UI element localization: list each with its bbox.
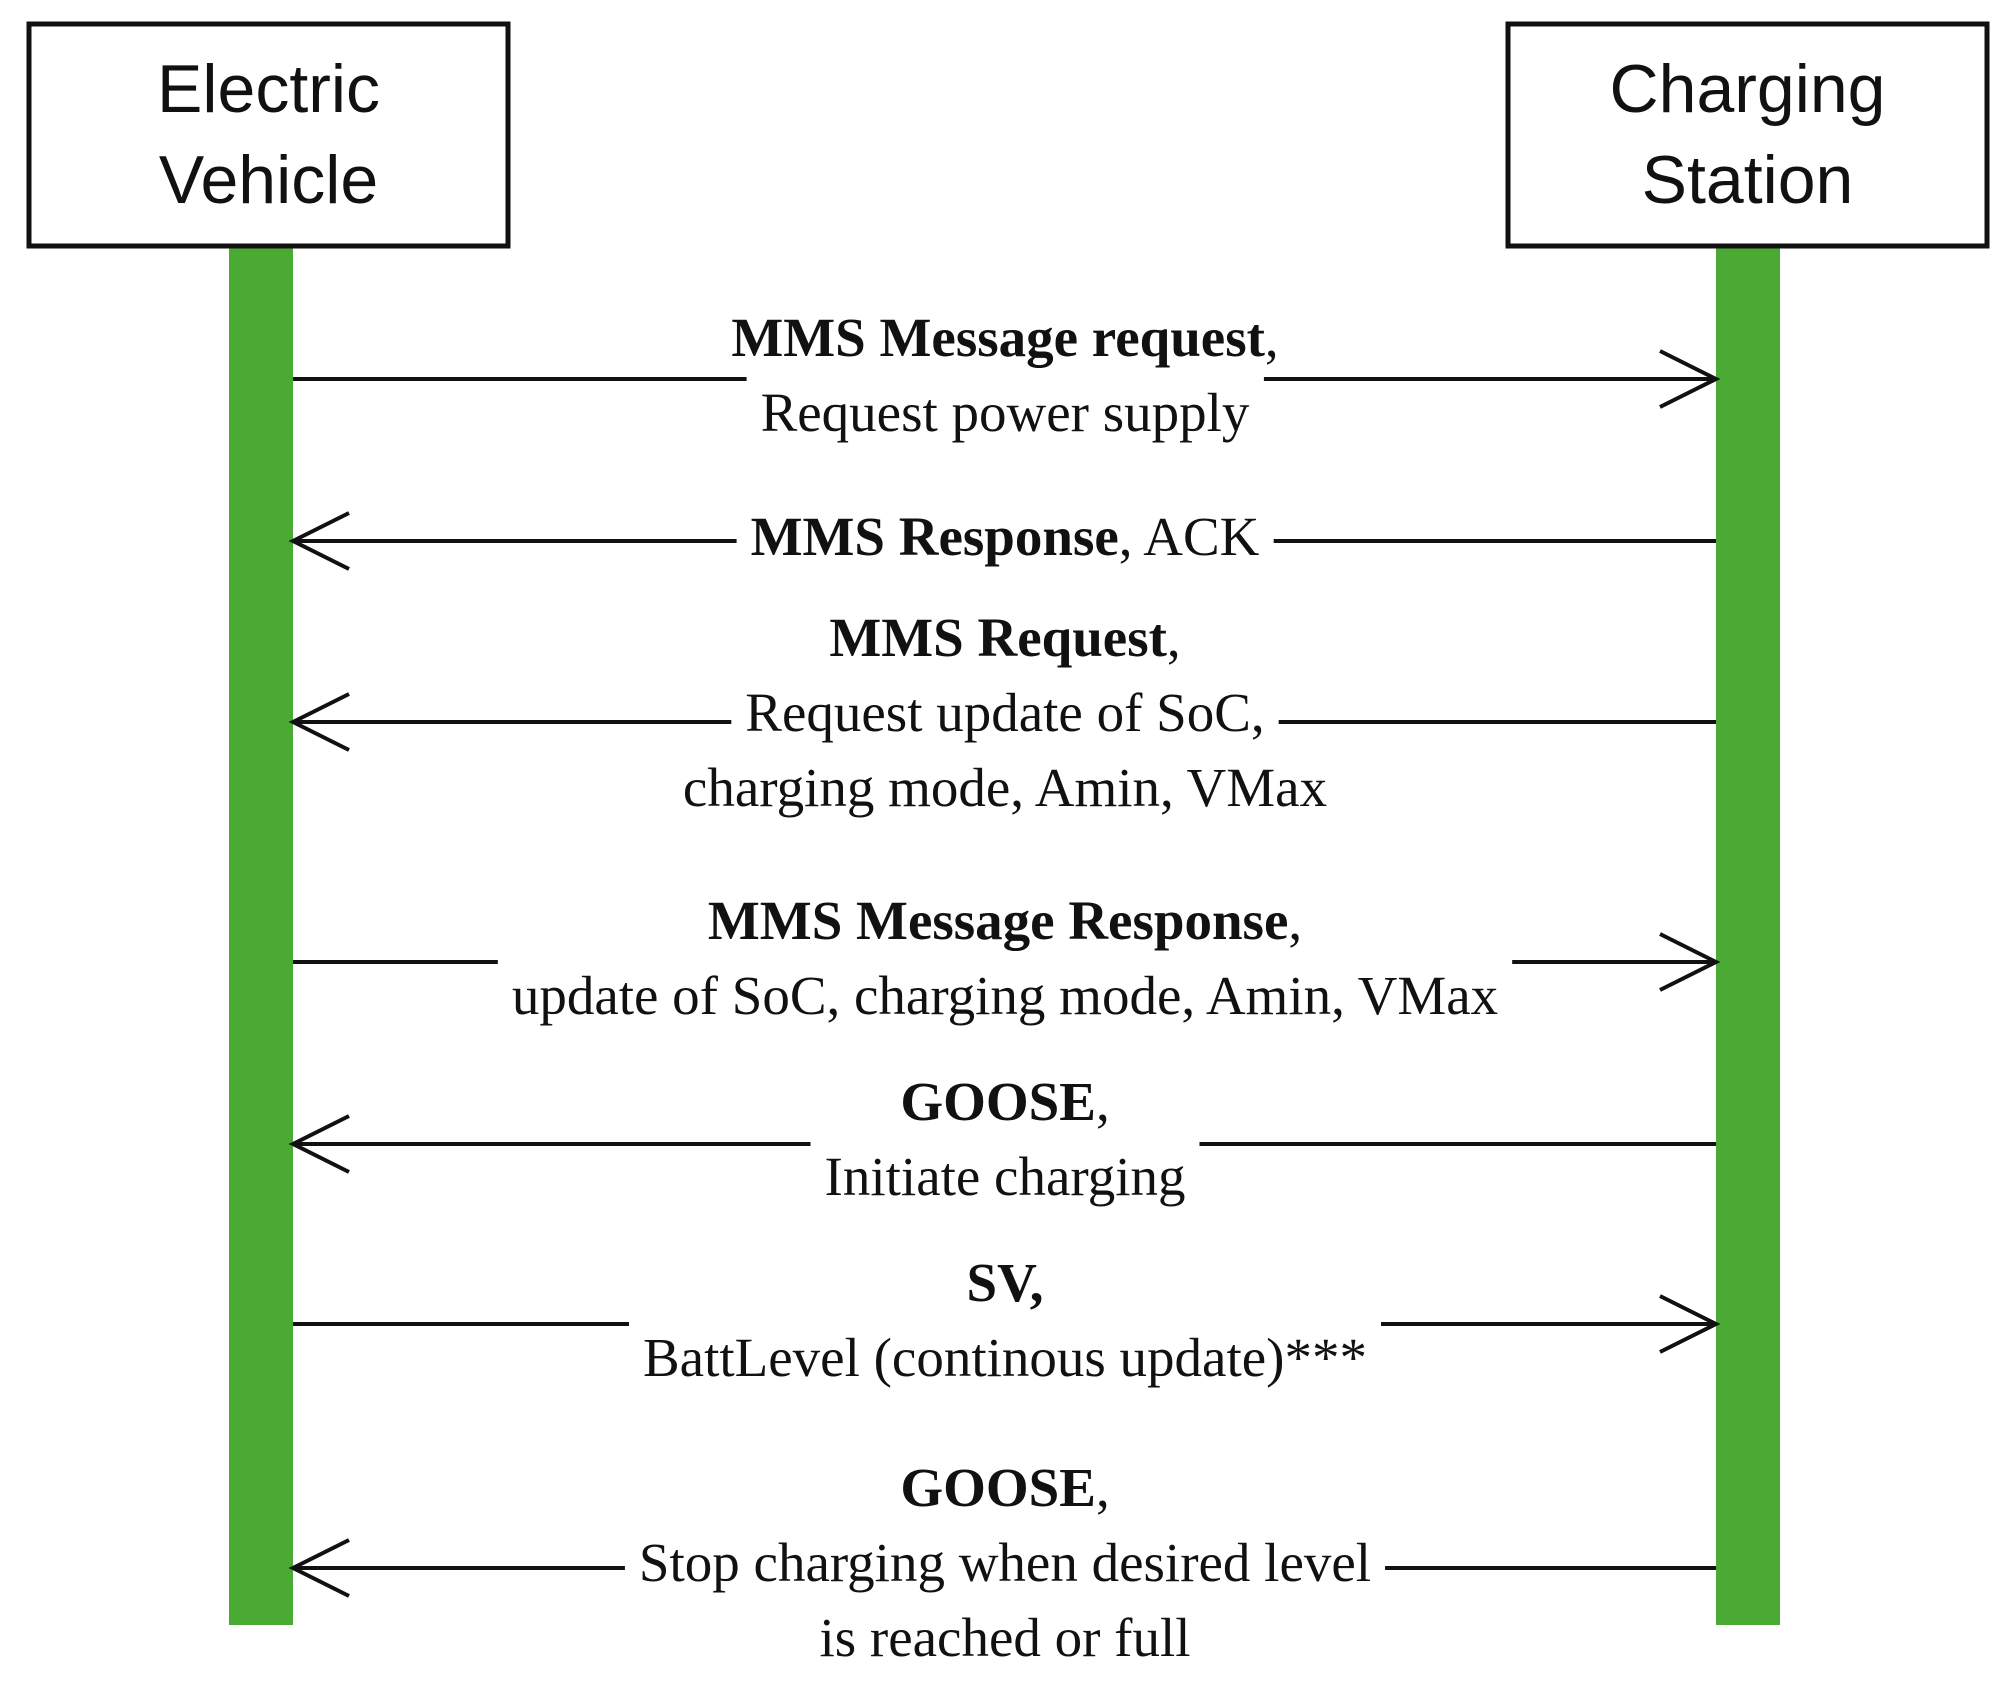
message-text-line: Stop charging when desired level xyxy=(639,1532,1371,1593)
lifeline-ev xyxy=(229,238,293,1625)
message-text-line: GOOSE, xyxy=(900,1457,1109,1518)
message-text-line: charging mode, Amin, VMax xyxy=(683,757,1327,818)
arrowhead-icon xyxy=(288,1114,350,1174)
message-text-line: MMS Message Response, xyxy=(708,890,1302,951)
message-text-line: GOOSE, xyxy=(900,1071,1109,1132)
message-text-line: Initiate charging xyxy=(825,1146,1186,1207)
participant-box xyxy=(1505,21,1990,249)
message-text-line: update of SoC, charging mode, Amin, VMax xyxy=(512,965,1498,1026)
arrowhead-icon xyxy=(288,511,350,571)
arrowhead-icon xyxy=(288,692,350,752)
message-6: SV, BattLevel (continous update)*** xyxy=(293,1252,1721,1388)
participant-label: Station xyxy=(1642,142,1854,218)
message-text-line: MMS Request, xyxy=(829,607,1180,668)
message-text-line: Request update of SoC, xyxy=(745,682,1264,743)
message-3: MMS Request, Request update of SoC, chargi… xyxy=(288,607,1716,818)
message-text-line: SV, xyxy=(967,1252,1044,1313)
participant-label: Charging xyxy=(1610,51,1886,127)
arrowhead-icon xyxy=(1659,1294,1721,1354)
message-1: MMS Message request, Request power supply xyxy=(293,307,1721,443)
message-5: GOOSE, Initiate charging xyxy=(288,1071,1716,1207)
participant-label: Electric xyxy=(157,51,380,127)
message-text-line: BattLevel (continous update)*** xyxy=(643,1327,1367,1388)
arrowhead-icon xyxy=(288,1538,350,1598)
lifeline-cs xyxy=(1716,238,1780,1625)
arrowhead-icon xyxy=(1659,932,1721,992)
message-text-line: Request power supply xyxy=(761,382,1250,443)
participant-label: Vehicle xyxy=(159,142,378,218)
message-text-line: is reached or full xyxy=(819,1607,1190,1668)
message-text-line: MMS Message request, xyxy=(731,307,1278,368)
message-2: MMS Response, ACK xyxy=(288,506,1716,571)
message-7: GOOSE, Stop charging when desired level is… xyxy=(288,1457,1716,1668)
message-text-line: MMS Response, ACK xyxy=(751,506,1260,567)
message-4: MMS Message Response, update of SoC, char… xyxy=(293,890,1721,1026)
participant-box xyxy=(26,21,511,249)
arrowhead-icon xyxy=(1659,349,1721,409)
